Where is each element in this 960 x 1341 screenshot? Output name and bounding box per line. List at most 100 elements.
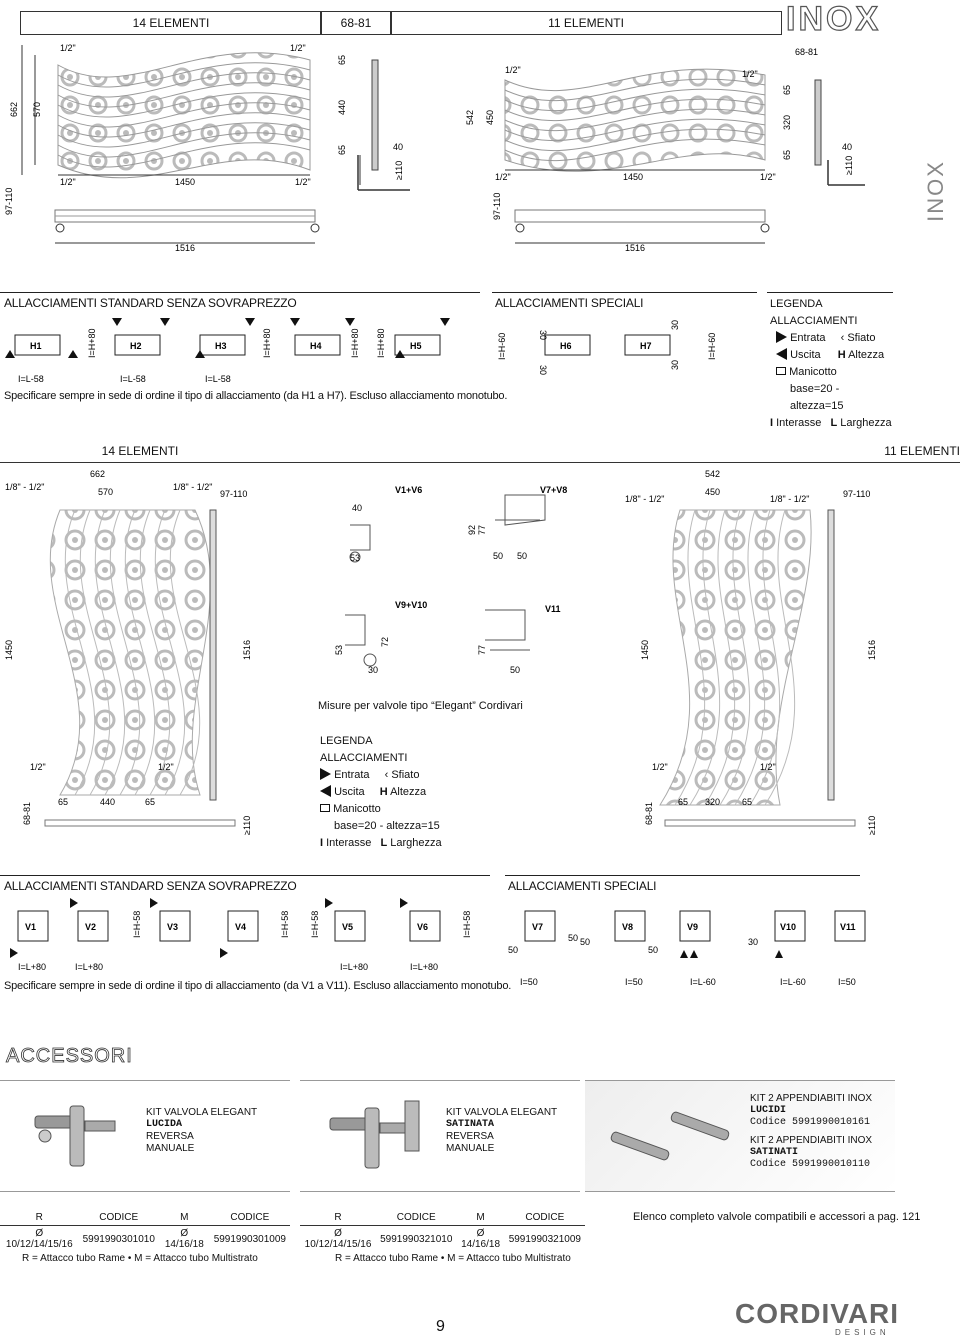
svg-text:1/2": 1/2": [495, 172, 511, 182]
svg-text:1/2": 1/2": [652, 762, 668, 772]
legend-title: LEGENDA ALLACCIAMENTI: [770, 298, 858, 327]
svg-text:1/8" - 1/2": 1/8" - 1/2": [5, 482, 44, 492]
svg-text:97-110: 97-110: [4, 188, 14, 215]
svg-text:97-110: 97-110: [492, 193, 502, 220]
svg-text:1450: 1450: [640, 640, 650, 660]
svg-text:40: 40: [393, 142, 403, 152]
unit-H4: H4: [294, 334, 341, 356]
svg-text:440: 440: [337, 100, 347, 115]
svg-text:65: 65: [678, 797, 688, 807]
svg-text:68-81: 68-81: [22, 802, 32, 825]
accessory-kit-1: KIT VALVOLA ELEGANT LUCIDA REVERSA MANUA…: [0, 1080, 290, 1192]
svg-text:I=H-58: I=H-58: [280, 911, 290, 938]
svg-text:30: 30: [538, 365, 548, 375]
svg-text:I=L-60: I=L-60: [690, 977, 716, 987]
svg-text:50: 50: [648, 945, 658, 955]
svg-text:1450: 1450: [4, 640, 14, 660]
svg-text:1/2": 1/2": [60, 177, 76, 187]
top-drawing-14: 662 570 1/2" 1/2" 1/2" 1/2" 1450 65 440 …: [4, 43, 410, 253]
svg-text:1/2": 1/2": [505, 65, 521, 75]
svg-text:I=50: I=50: [838, 977, 856, 987]
svg-text:1516: 1516: [867, 640, 877, 660]
page-number: 9: [436, 1318, 445, 1335]
svg-text:50: 50: [517, 551, 527, 561]
svg-text:V7: V7: [532, 922, 543, 932]
svg-text:V11: V11: [545, 604, 561, 614]
svg-text:65: 65: [782, 150, 792, 160]
svg-text:1/2": 1/2": [295, 177, 311, 187]
dim-570: 570: [32, 102, 42, 117]
svg-text:H5: H5: [410, 341, 422, 351]
manicotto-icon: [776, 367, 786, 375]
svg-text:65: 65: [337, 55, 347, 65]
unit-H3: H3: [199, 334, 246, 356]
svg-text:V7+V8: V7+V8: [540, 485, 567, 495]
unit-H5: H5: [394, 334, 441, 356]
svg-text:65: 65: [145, 797, 155, 807]
h-special-title: ALLACCIAMENTI SPECIALI: [495, 296, 644, 310]
svg-text:H7: H7: [640, 341, 652, 351]
svg-text:H6: H6: [560, 341, 572, 351]
entrata-icon: [776, 331, 787, 343]
svg-text:I=50: I=50: [625, 977, 643, 987]
svg-text:570: 570: [98, 487, 113, 497]
valve-kit-image-1: [34, 1105, 116, 1167]
svg-text:92: 92: [467, 525, 477, 535]
svg-text:40: 40: [352, 503, 362, 513]
accessori-title: ACCESSORI: [6, 1045, 133, 1068]
svg-text:I=L+80: I=L+80: [410, 962, 438, 972]
uscita-icon: [776, 348, 787, 360]
svg-text:1/2": 1/2": [742, 69, 758, 79]
elenco-note: Elenco completo valvole compatibili e ac…: [633, 1211, 921, 1223]
v-standard-title: ALLACCIAMENTI STANDARD SENZA SOVRAPREZZO: [4, 879, 297, 893]
svg-text:I=H-60: I=H-60: [707, 333, 717, 360]
radiator-bars-14: [57, 52, 311, 179]
svg-text:≥110: ≥110: [867, 816, 877, 835]
vertical-title-14: 14 ELEMENTI: [0, 440, 280, 463]
svg-text:1516: 1516: [625, 243, 645, 253]
svg-text:1450: 1450: [623, 172, 643, 182]
svg-text:320: 320: [782, 115, 792, 130]
h-note: Specificare sempre in sede di ordine il …: [4, 390, 508, 402]
svg-text:1516: 1516: [242, 640, 252, 660]
svg-text:V4: V4: [235, 922, 246, 932]
h-standard-title: ALLACCIAMENTI STANDARD SENZA SOVRAPREZZO: [4, 296, 297, 310]
svg-text:I=L+80: I=L+80: [18, 962, 46, 972]
svg-text:440: 440: [100, 797, 115, 807]
svg-text:53: 53: [350, 553, 360, 563]
svg-text:≥110: ≥110: [242, 816, 252, 835]
svg-text:V1+V6: V1+V6: [395, 485, 422, 495]
v-note: Specificare sempre in sede di ordine il …: [4, 980, 512, 992]
side-tab-inox: INOX: [922, 160, 948, 222]
unit-H6: H6: [544, 334, 591, 356]
svg-text:542: 542: [465, 110, 475, 125]
svg-text:77: 77: [477, 645, 487, 655]
svg-text:1/2": 1/2": [158, 762, 174, 772]
svg-text:77: 77: [477, 525, 487, 535]
svg-text:65: 65: [337, 145, 347, 155]
svg-text:V11: V11: [840, 922, 856, 932]
sfiato-icon: ‹: [840, 332, 845, 344]
svg-text:I=L-58: I=L-58: [18, 374, 44, 384]
svg-text:450: 450: [705, 487, 720, 497]
vertical-drawings: 662 570 1/8" - 1/2" 1/8" - 1/2" 97-110 1…: [4, 469, 877, 835]
svg-text:I=H+80: I=H+80: [350, 328, 360, 358]
svg-text:30: 30: [538, 330, 548, 340]
header-dim-68-81: 68-81: [320, 11, 392, 35]
svg-text:V8: V8: [622, 922, 633, 932]
svg-text:I=H-60: I=H-60: [497, 333, 507, 360]
brand-inox: INOX: [785, 0, 882, 39]
vertical-title-11: 11 ELEMENTI: [280, 440, 960, 463]
svg-text:97-110: 97-110: [220, 489, 247, 499]
svg-text:1/8" - 1/2": 1/8" - 1/2": [770, 494, 809, 504]
svg-text:V3: V3: [167, 922, 178, 932]
svg-text:V2: V2: [85, 922, 96, 932]
svg-text:50: 50: [493, 551, 503, 561]
svg-text:1/2": 1/2": [760, 172, 776, 182]
v-special-title: ALLACCIAMENTI SPECIALI: [508, 879, 657, 893]
svg-text:V5: V5: [342, 922, 353, 932]
